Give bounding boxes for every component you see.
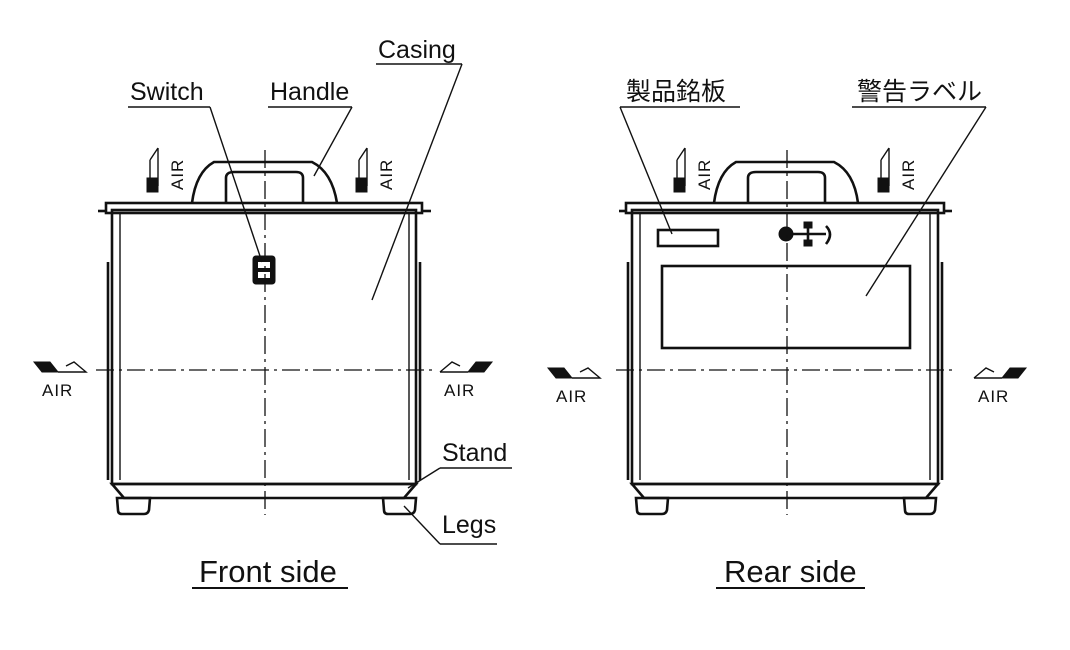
callout-casing: Casing: [378, 36, 456, 64]
airflow-arrow-side-left: AIR: [32, 361, 88, 400]
rear-air-label-side-right: AIR: [978, 387, 1009, 406]
rear-view: AIR AIR AIR AIR 製品銘板 警告ラベル Rear side: [546, 78, 1028, 589]
front-leg-left: [115, 496, 152, 516]
air-label-top-left: AIR: [168, 159, 187, 190]
callout-nameplate: 製品銘板: [626, 78, 726, 106]
callout-legs-leader: [403, 505, 441, 545]
callout-stand: Stand: [442, 439, 507, 467]
callout-switch: Switch: [130, 78, 204, 106]
callout-handle-leader: [313, 106, 353, 177]
rear-airflow-arrow-side-left: AIR: [546, 367, 602, 406]
power-switch: [252, 255, 276, 285]
rear-handle: [712, 160, 860, 204]
rear-air-label-top-left: AIR: [695, 159, 714, 190]
rear-side-title: Rear side: [724, 554, 857, 589]
callout-warning-label: 警告ラベル: [857, 78, 982, 106]
front-casing-body: [110, 208, 418, 486]
rear-air-label-top-right: AIR: [899, 159, 918, 190]
front-handle: [190, 160, 339, 204]
air-label-side-right: AIR: [444, 381, 475, 400]
rear-handle-grip: [746, 170, 827, 203]
callout-switch-leader: [209, 106, 263, 263]
front-side-title: Front side: [199, 554, 337, 589]
power-inlet-icon: [778, 221, 832, 247]
rear-air-label-side-left: AIR: [556, 387, 587, 406]
rear-stand: [629, 482, 941, 500]
airflow-arrow-side-right: AIR: [439, 361, 494, 400]
airflow-arrow-top-right: AIR: [355, 147, 396, 193]
front-stand: [109, 482, 419, 500]
callout-nameplate-leader: [619, 106, 673, 235]
callout-legs: Legs: [442, 511, 496, 539]
front-handle-grip: [224, 170, 305, 203]
front-view: AIR AIR AIR AIR Casing Switch Handle: [32, 36, 512, 589]
warning-label-plate: [660, 264, 912, 350]
power-switch-rocker: [258, 262, 270, 268]
product-nameplate: [656, 228, 720, 248]
rear-airflow-arrow-side-right: AIR: [973, 367, 1028, 406]
rear-airflow-arrow-top-left: AIR: [673, 147, 714, 193]
callout-warning-label-leader: [865, 106, 987, 297]
power-switch-rocker-lower: [258, 272, 270, 278]
rear-leg-right: [902, 496, 938, 516]
callout-stand-leader: [407, 467, 441, 489]
rear-top-lid: [624, 201, 946, 215]
rear-airflow-arrow-top-right: AIR: [877, 147, 918, 193]
front-top-lid: [104, 201, 424, 215]
callout-casing-leader: [371, 63, 463, 301]
air-label-top-right: AIR: [377, 159, 396, 190]
front-leg-right: [381, 496, 418, 516]
airflow-arrow-top-left: AIR: [146, 147, 187, 193]
callout-handle: Handle: [270, 78, 349, 106]
rear-leg-left: [634, 496, 670, 516]
air-label-side-left: AIR: [42, 381, 73, 400]
